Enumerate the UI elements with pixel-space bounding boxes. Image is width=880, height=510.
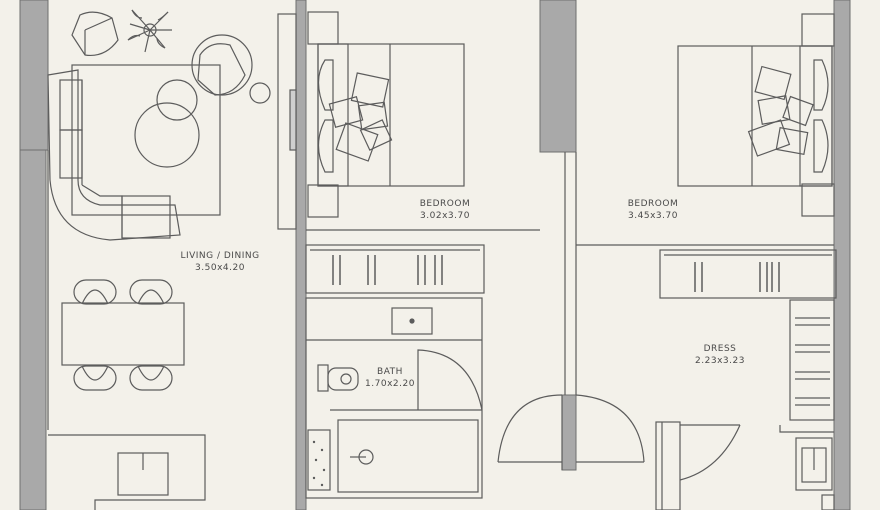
closet [277,13,297,230]
plant-icon [127,9,172,53]
nightstand [801,13,835,47]
door-swing [497,394,563,463]
armchair [71,11,119,57]
door-swing [679,424,741,481]
towel-rack [307,429,331,491]
room-label-bedroom-1: BEDROOM 3.02x3.70 [405,198,485,222]
room-name: LIVING / DINING [180,251,260,261]
wall-exterior-right [833,0,851,510]
kitchen-counter [48,434,206,510]
bed [317,43,465,187]
bedroom-1-furniture [305,11,485,294]
nightstand [307,11,339,45]
pillow [813,119,829,173]
dining-table [61,279,185,391]
wall-exterior-left-lower [19,149,47,510]
room-size: 3.02x3.70 [420,211,470,221]
room-size: 2.23x3.23 [695,356,745,366]
rug [71,64,221,216]
living-room-furniture [47,9,271,510]
ensuite-sink [795,437,833,491]
hall-doors [497,394,645,470]
side-table [156,79,198,121]
nightstand [801,183,835,217]
wardrobe [659,249,837,299]
wall-partition-center [539,0,577,153]
lounge-chair [191,34,271,104]
cushions [747,65,814,157]
cushions [328,72,393,162]
room-label-dress: DRESS 2.23x3.23 [680,343,760,367]
wall-partition-living-bedroom [295,0,307,510]
walls [19,0,851,510]
room-name: BEDROOM [419,199,471,209]
shelving [789,299,835,421]
bath-door [417,349,483,411]
room-name: BATH [377,367,403,377]
bedroom-2-furniture [655,13,837,510]
wall-exterior-left [19,0,49,151]
wardrobe [305,244,485,294]
wall-partition-center-lower [561,394,577,471]
pillow [317,59,334,111]
room-label-bath: BATH 1.70x2.20 [350,366,430,390]
vanity-sink [391,307,433,335]
nightstand [307,184,339,218]
door-swing [575,394,645,463]
room-size: 3.45x3.70 [628,211,678,221]
room-name: BEDROOM [627,199,679,209]
coffee-table [134,102,200,168]
pillow [813,59,829,111]
sofa [47,69,181,241]
room-label-bedroom-2: BEDROOM 3.45x3.70 [608,198,698,222]
room-size: 1.70x2.20 [365,379,415,389]
room-label-living: LIVING / DINING 3.50x4.20 [150,250,290,274]
room-size: 3.50x4.20 [195,263,245,273]
room-name: DRESS [703,344,737,354]
bed-headboard [317,43,349,187]
pillow [317,119,334,173]
bathroom-fixtures [305,297,483,499]
shower-tray [337,419,479,493]
toilet-icon [317,364,359,392]
bed-headboard [799,45,833,187]
